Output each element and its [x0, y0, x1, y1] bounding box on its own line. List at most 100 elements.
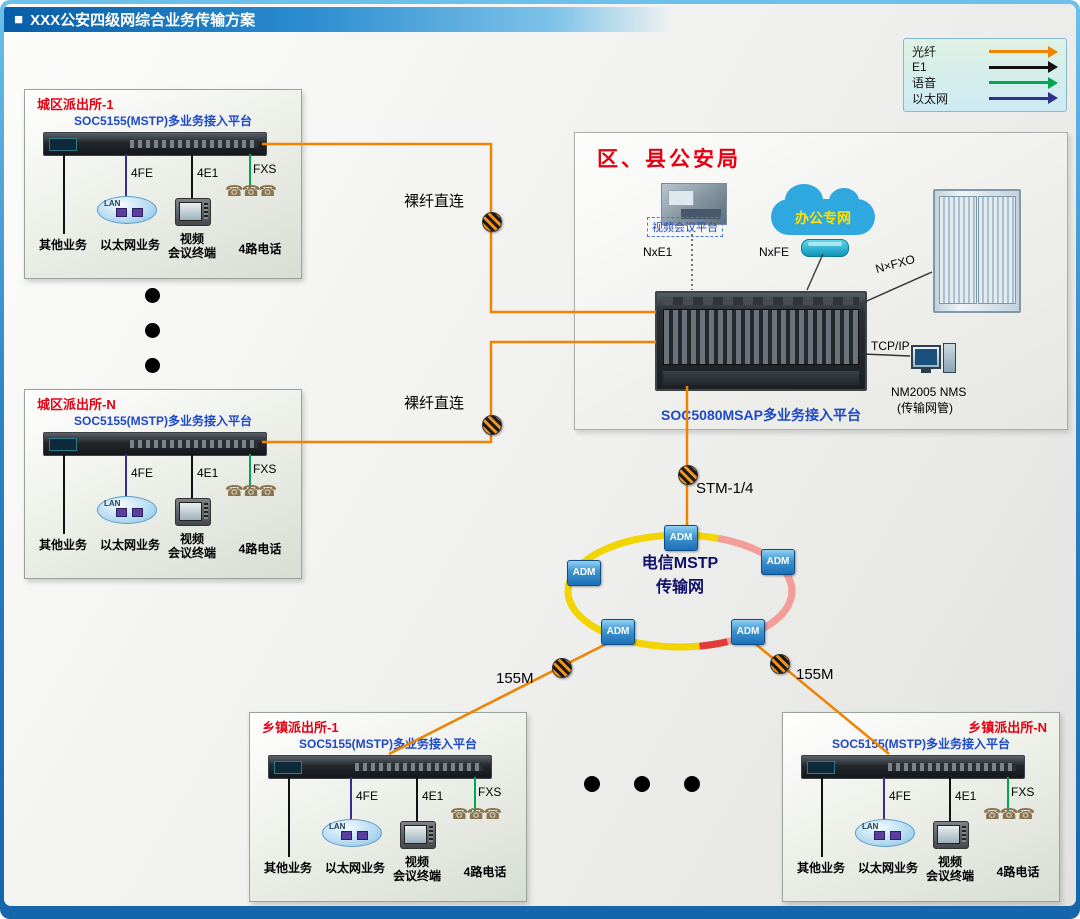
legend-row-fiber: 光纤 [912, 44, 1058, 59]
station-platform-label: SOC5155(MSTP)多业务接入平台 [73, 114, 253, 128]
adm-node-right: ADM [761, 549, 795, 575]
ring-label-line1: 电信MSTP [641, 555, 719, 572]
video-terminal-icon [400, 821, 436, 849]
e1-line [191, 454, 193, 500]
ethernet-line [125, 154, 127, 198]
adm-node-top: ADM [664, 525, 698, 551]
mini-computer-icon [132, 508, 143, 517]
port-label-4fe: 4FE [889, 789, 912, 803]
station-title: 城区派出所-N [37, 397, 116, 412]
service-label-phone: 4路电话 [463, 865, 507, 879]
lan-label: LAN [862, 822, 879, 831]
port-label-4e1: 4E1 [197, 166, 219, 180]
ethernet-line [883, 777, 885, 821]
service-label-other: 其他业务 [796, 861, 845, 875]
lan-icon: LAN [322, 819, 382, 847]
phone-icon: ☎ [241, 483, 261, 500]
lan-icon: LAN [855, 819, 915, 847]
mini-computer-icon [132, 208, 143, 217]
e1-line [191, 154, 193, 200]
voice-line [249, 454, 251, 488]
video-terminal-icon [175, 198, 211, 226]
fiber-connector-icon [770, 654, 790, 674]
mini-computer-icon [116, 208, 127, 217]
phone-icon: ☎ [983, 806, 1002, 823]
video-platform-label: 视频会议平台 [647, 217, 723, 237]
station-platform-label: SOC5155(MSTP)多业务接入平台 [831, 737, 1011, 751]
ring-label-line2: 传输网 [655, 579, 704, 596]
e1-line [416, 777, 418, 823]
phone-icon: ☎ [258, 183, 277, 200]
fiber-connector-icon [678, 465, 698, 485]
nxfxo-label: N×FXO [873, 252, 917, 276]
monitor-icon [911, 345, 941, 369]
ethernet-line [125, 454, 127, 498]
phone-icon: ☎ [466, 806, 486, 823]
legend-row-ethernet: 以太网 [912, 91, 1058, 106]
video-conference-photo [661, 183, 727, 225]
port-label-fxs: FXS [1011, 785, 1035, 799]
service-label-video-1: 视频 [179, 232, 204, 246]
diagram-canvas: ■ XXX公安四级网综合业务传输方案 光纤 E1 语音 以太网 城区派出所-1 … [4, 4, 1076, 906]
mini-computer-icon [116, 508, 127, 517]
voice-arrow-icon [989, 76, 1058, 89]
adm-node-bottom-right: ADM [731, 619, 765, 645]
phone-icon: ☎ [450, 806, 469, 823]
soc5080-device-icon [655, 291, 867, 391]
nms-label-line1: NM2005 NMS [891, 385, 967, 399]
station-title: 乡镇派出所-N [968, 720, 1047, 735]
nxfe-label: NxFE [759, 245, 789, 259]
lan-label: LAN [329, 822, 346, 831]
station-card-urban-1: 城区派出所-1 SOC5155(MSTP)多业务接入平台 4FE 4E1 FXS… [24, 89, 302, 279]
phone-icon: ☎ [483, 806, 502, 823]
voice-line [474, 777, 476, 811]
legend-label-ethernet: 以太网 [912, 91, 949, 106]
video-terminal-icon [933, 821, 969, 849]
legend-label-fiber: 光纤 [912, 45, 937, 59]
port-label-4e1: 4E1 [197, 466, 219, 480]
station-platform-label: SOC5155(MSTP)多业务接入平台 [73, 414, 253, 428]
title-bar: ■ XXX公安四级网综合业务传输方案 [4, 7, 674, 32]
phone-icons: ☎☎☎ [983, 806, 1035, 823]
soc5155-device-icon [801, 755, 1025, 779]
fiber-arrow-icon [989, 45, 1058, 58]
lan-label: LAN [104, 499, 121, 508]
ethernet-line [350, 777, 352, 821]
pbx-cabinet-icon [933, 189, 1021, 313]
nxe1-label: NxE1 [643, 245, 673, 259]
legend-label-e1: E1 [912, 60, 927, 75]
fiber-connector-icon [552, 658, 572, 678]
service-label-video-2: 会议终端 [167, 546, 216, 560]
service-label-video-1: 视频 [179, 532, 204, 546]
mini-computer-icon [341, 831, 352, 840]
service-label-video-2: 会议终端 [167, 246, 216, 260]
phone-icons: ☎☎☎ [450, 806, 502, 823]
legend-row-e1: E1 [912, 60, 1058, 75]
port-label-fxs: FXS [253, 462, 277, 476]
ellipsis-dot [684, 776, 700, 792]
port-label-fxs: FXS [478, 785, 502, 799]
service-label-phone: 4路电话 [996, 865, 1040, 879]
service-label-video-2: 会议终端 [925, 869, 974, 883]
lan-icon: LAN [97, 496, 157, 524]
service-label-video-1: 视频 [937, 855, 962, 869]
soc5155-device-icon [43, 432, 267, 456]
ring-label: 电信MSTP 传输网 [604, 552, 756, 600]
adm-node-bottom-left: ADM [601, 619, 635, 645]
station-card-urban-n: 城区派出所-N SOC5155(MSTP)多业务接入平台 4FE 4E1 FXS… [24, 389, 302, 579]
cabinet-door [939, 196, 977, 304]
155m-label-right: 155M [796, 666, 834, 683]
voice-line [249, 154, 251, 188]
station-title: 乡镇派出所-1 [262, 720, 339, 735]
phone-icon: ☎ [241, 183, 261, 200]
bare-fiber-label-2: 裸纤直连 [404, 395, 465, 412]
service-label-other: 其他业务 [38, 238, 87, 252]
nms-computer-icon [911, 343, 956, 381]
phone-icon: ☎ [225, 483, 244, 500]
office-network-cloud-icon: 办公专网 [771, 184, 875, 235]
service-label-video-1: 视频 [404, 855, 429, 869]
soc5155-device-icon [43, 132, 267, 156]
port-label-4fe: 4FE [131, 466, 154, 480]
device-top-rail [663, 297, 859, 305]
